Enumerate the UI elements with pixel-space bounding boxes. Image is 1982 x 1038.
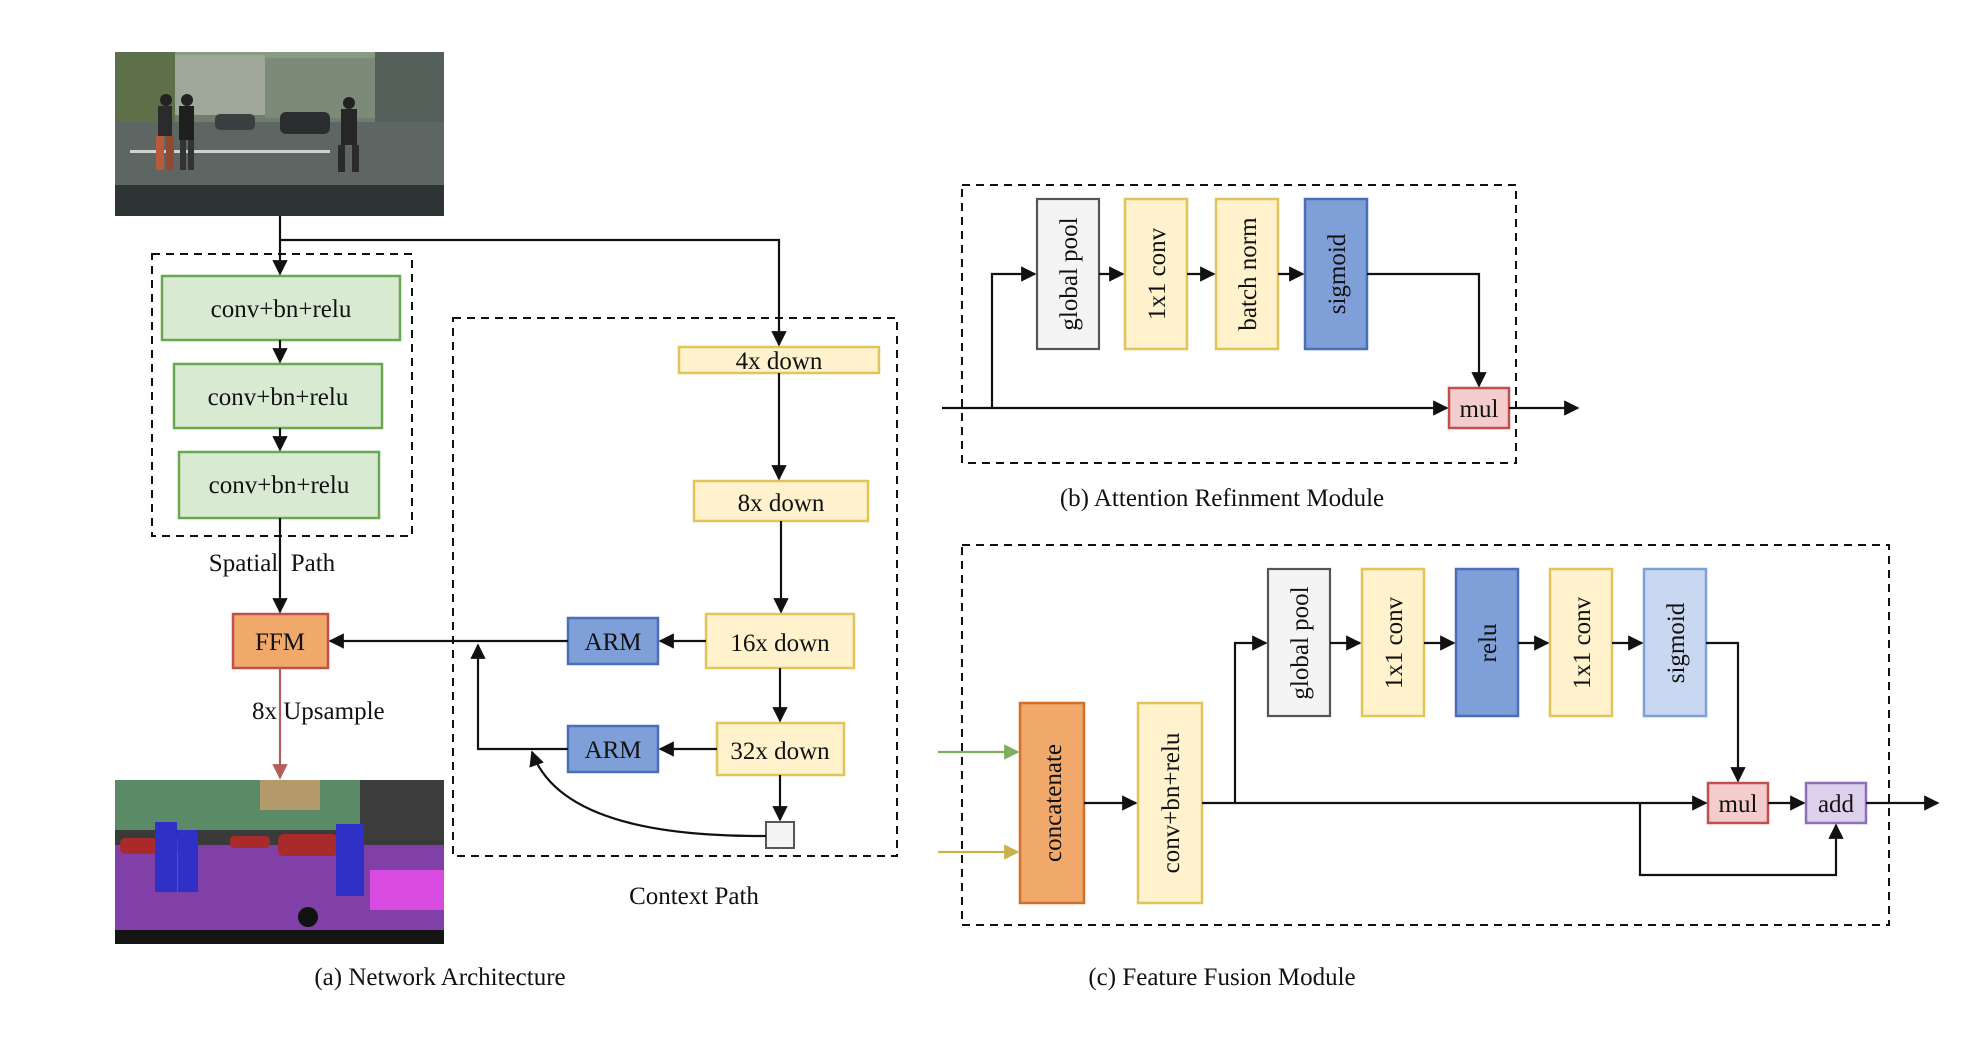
spatial-block-3: conv+bn+relu [177,450,381,520]
ffm-connectors [938,635,1940,877]
arm-conv-label: 1x1 conv [1144,227,1171,320]
ffm-global-pool-label: global pool [1287,586,1314,699]
upsample-label: 8x Upsample [252,698,385,725]
ffm-concatenate-label: concatenate [1040,744,1067,862]
arm-caption: (b) Attention Refinment Module [1060,485,1384,512]
context-block-16x: 16x down [704,612,856,670]
global-pool-node [765,821,795,849]
context-block-4x: 4x down [677,345,881,375]
arm-global-pool-label: global pool [1056,217,1083,330]
ffm-block: FFM [231,612,330,670]
arm-mul-label: mul [1460,396,1499,423]
context-block-32x-label: 32x down [730,738,830,765]
context-path-label: Context Path [629,883,759,910]
context-path-box [452,317,898,857]
context-block-4x-label: 4x down [736,348,823,375]
ffm-label: FFM [255,629,305,656]
context-block-32x: 32x down [715,721,846,777]
arm-block-2: ARM [566,724,660,774]
arm-batch-norm: batch norm [1214,197,1280,351]
segmentation-output-image [115,780,444,944]
ffm-global-pool: global pool [1266,567,1332,718]
arm-block-1: ARM [566,616,660,666]
context-block-8x: 8x down [692,479,870,523]
context-block-16x-label: 16x down [730,630,830,657]
ffm-relu: relu [1454,567,1520,718]
arm-sigmoid-label: sigmoid [1324,233,1351,314]
arm-connectors [942,266,1580,416]
ffm-sigmoid-label: sigmoid [1663,602,1690,683]
ffm-relu-label: relu [1475,623,1502,662]
ffm-caption: (c) Feature Fusion Module [1088,964,1355,991]
context-block-8x-label: 8x down [738,490,825,517]
spatial-block-2-label: conv+bn+relu [208,384,349,411]
spatial-block-1-label: conv+bn+relu [211,296,352,323]
arm-mul: mul [1447,386,1511,430]
spatial-block-2: conv+bn+relu [172,362,384,430]
arm-block-2-label: ARM [585,737,642,764]
network-connectors [272,216,789,838]
ffm-conv-1-label: 1x1 conv [1381,596,1408,689]
arm-module-box [961,184,1517,464]
spatial-path-label: Spatial Path [209,550,336,577]
spatial-block-1: conv+bn+relu [160,274,402,342]
arm-block-1-label: ARM [585,629,642,656]
ffm-conv-1: 1x1 conv [1360,567,1426,718]
ffm-mul: mul [1706,781,1770,825]
ffm-conv-2: 1x1 conv [1548,567,1614,718]
ffm-mul-label: mul [1719,791,1758,818]
ffm-conv-2-label: 1x1 conv [1569,596,1596,689]
ffm-conv-bn-relu: conv+bn+relu [1136,701,1204,905]
ffm-add-label: add [1818,791,1855,818]
ffm-sigmoid: sigmoid [1642,567,1708,718]
arm-conv: 1x1 conv [1123,197,1189,351]
ffm-module-box [961,544,1890,926]
arm-global-pool: global pool [1035,197,1101,351]
spatial-path-box [151,253,413,537]
input-street-photo [115,52,444,216]
spatial-block-3-label: conv+bn+relu [209,472,350,499]
ffm-conv-bn-relu-label: conv+bn+relu [1158,732,1185,873]
arm-batch-norm-label: batch norm [1235,217,1262,331]
arm-sigmoid: sigmoid [1303,197,1369,351]
ffm-add: add [1804,781,1868,825]
ffm-concatenate: concatenate [1018,701,1086,905]
network-caption: (a) Network Architecture [314,964,565,991]
